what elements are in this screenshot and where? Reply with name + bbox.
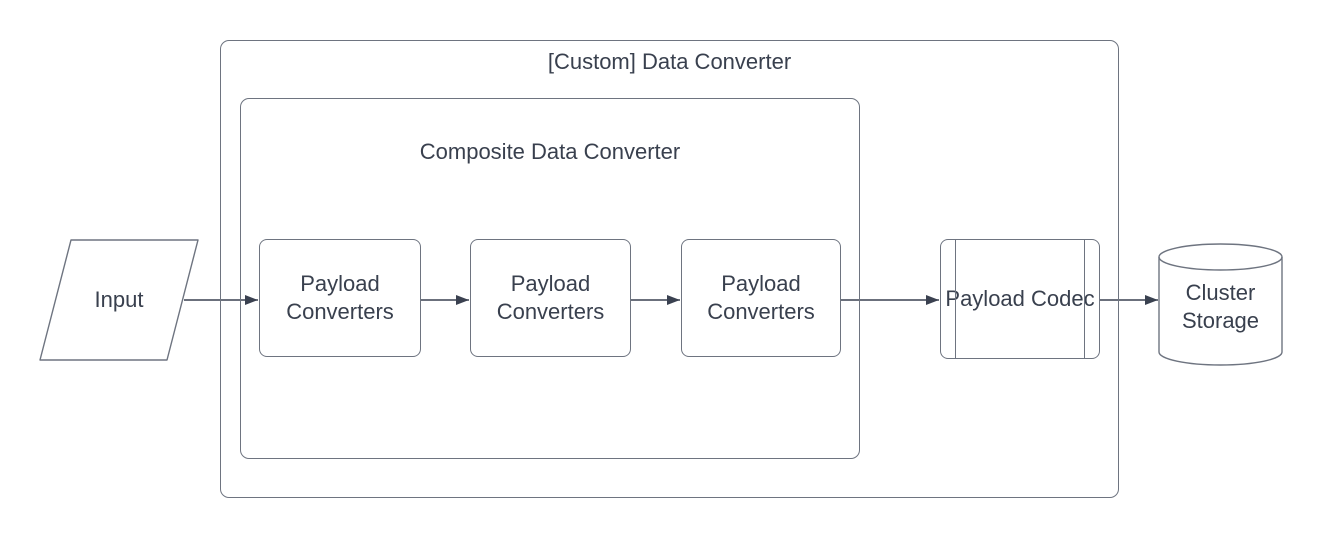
payload-converters-label-1: Payload Converters: [286, 271, 394, 324]
cluster-storage-cylinder-body: [1158, 257, 1283, 366]
payload-codec-box: Payload Codec: [940, 239, 1100, 359]
composite-data-converter-container: [240, 98, 860, 459]
payload-codec-right-bar: [1083, 240, 1085, 358]
custom-data-converter-container: [220, 40, 1119, 498]
payload-converters-box-3: Payload Converters: [681, 239, 841, 357]
payload-converters-box-1: Payload Converters: [259, 239, 421, 357]
payload-converters-box-2: Payload Converters: [470, 239, 631, 357]
cluster-storage-cylinder-top: [1158, 243, 1283, 271]
custom-data-converter-label: [Custom] Data Converter: [547, 49, 792, 74]
cluster-storage-label: Cluster Storage: [1181, 280, 1260, 333]
payload-converters-label-3: Payload Converters: [707, 271, 815, 324]
input-label: Input: [94, 287, 144, 312]
composite-data-converter-label: Composite Data Converter: [419, 139, 681, 164]
payload-converters-label-2: Payload Converters: [496, 271, 605, 324]
payload-codec-label: Payload Codec: [945, 286, 1095, 311]
payload-codec-left-bar: [955, 240, 957, 358]
input-parallelogram-shape: [39, 239, 199, 361]
